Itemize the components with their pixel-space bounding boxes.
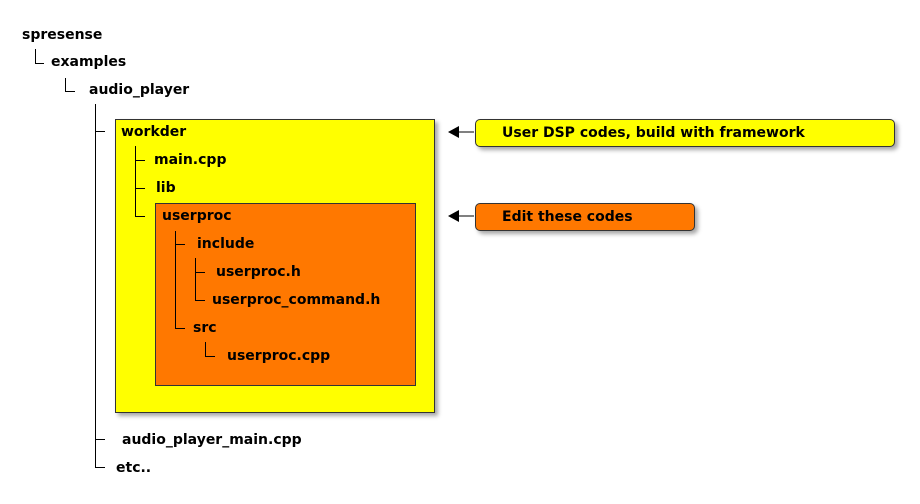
tree-connector [135, 216, 145, 217]
tree-connector [135, 146, 136, 217]
tree-node-workder: workder [121, 124, 187, 140]
tree-node-src: src [193, 320, 217, 336]
tree-node-lib: lib [156, 180, 176, 196]
tree-connector [65, 78, 66, 92]
userproc-box [155, 203, 416, 386]
tree-connector [195, 272, 205, 273]
tree-connector [135, 160, 145, 161]
tree-node-include: include [197, 236, 255, 252]
tree-connector [95, 439, 105, 440]
tree-connector [95, 131, 105, 132]
workder-note: User DSP codes, build with framework [475, 119, 895, 147]
tree-connector [205, 356, 215, 357]
tree-node-spresense: spresense [22, 27, 103, 43]
tree-connector [205, 342, 206, 357]
tree-connector [35, 49, 36, 64]
tree-connector [175, 244, 185, 245]
tree-node-examples: examples [51, 54, 127, 70]
tree-node-userproc: userproc [162, 208, 232, 224]
arrow-to-workder-icon [448, 126, 474, 138]
tree-node-audio-player-main-cpp: audio_player_main.cpp [122, 432, 302, 448]
userproc-note: Edit these codes [475, 203, 695, 231]
tree-node-main-cpp: main.cpp [154, 152, 227, 168]
tree-connector [95, 104, 96, 468]
tree-connector [135, 188, 145, 189]
tree-connector [65, 91, 75, 92]
tree-connector [195, 300, 205, 301]
tree-connector [95, 467, 105, 468]
arrow-to-userproc-icon [448, 210, 474, 222]
tree-node-userproc-h: userproc.h [216, 264, 301, 280]
tree-node-userproc-cpp: userproc.cpp [227, 348, 331, 364]
tree-connector [35, 63, 44, 64]
tree-connector [175, 328, 185, 329]
tree-node-etc: etc.. [116, 460, 152, 476]
tree-connector [195, 258, 196, 300]
tree-node-audio-player: audio_player [89, 82, 190, 98]
tree-connector [175, 231, 176, 328]
tree-node-userproc-command-h: userproc_command.h [212, 292, 381, 308]
